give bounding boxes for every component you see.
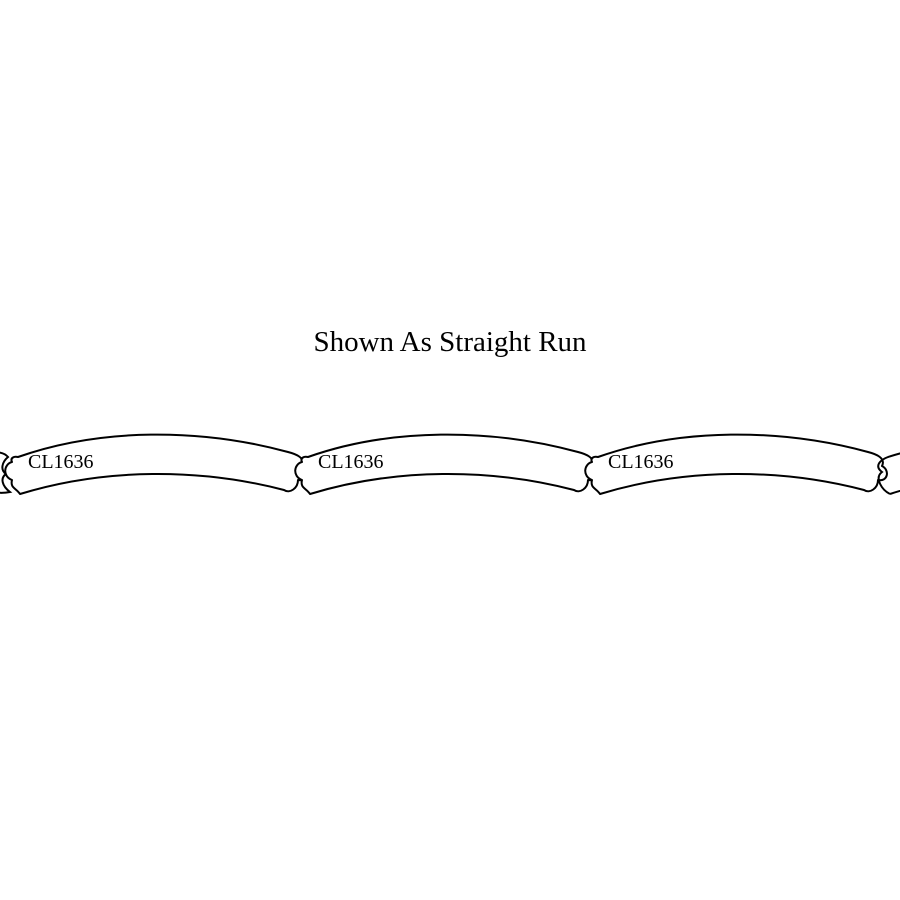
molding-segment-outline [294, 433, 598, 495]
molding-run: CL1636 CL1636 CL1636 [0, 433, 900, 495]
molding-segment: CL1636 [4, 433, 308, 495]
diagram-caption: Shown As Straight Run [313, 326, 587, 358]
molding-segment-outline [584, 433, 888, 495]
segment-label: CL1636 [318, 451, 384, 473]
segment-label: CL1636 [608, 451, 674, 473]
molding-segment-outline [4, 433, 308, 495]
molding-segment: CL1636 [294, 433, 598, 495]
segment-label: CL1636 [28, 451, 94, 473]
molding-segment: CL1636 [584, 433, 888, 495]
